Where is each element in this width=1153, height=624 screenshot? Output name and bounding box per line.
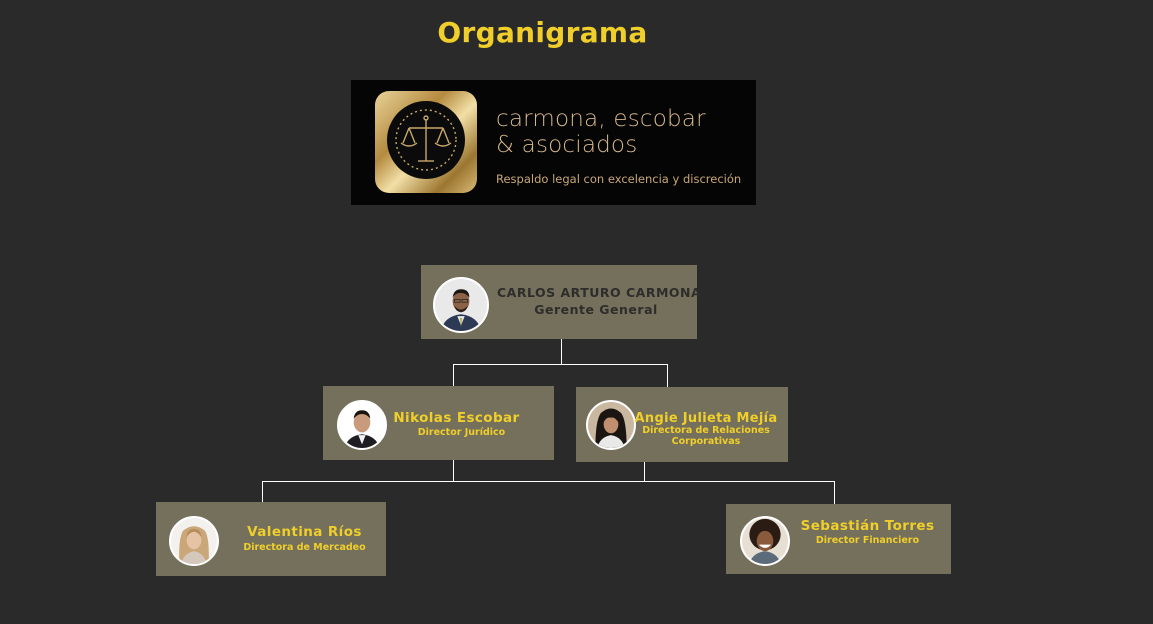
org-node-angie-julieta-mejia: Angie Julieta Mejía Directora de Relacio… [576, 387, 788, 462]
scales-of-justice-icon [375, 91, 477, 193]
avatar [586, 400, 636, 450]
avatar [433, 277, 489, 333]
connector-to-nikolas [453, 364, 454, 386]
connector-to-valentina [262, 481, 263, 502]
company-name: carmona, escobar & asociados [496, 106, 706, 158]
connector-to-sebastian [834, 481, 835, 504]
connector-to-angie [667, 364, 668, 387]
nikolas-name: Nikolas Escobar [393, 410, 520, 426]
org-node-ceo: CARLOS ARTURO CARMONA Gerente General [421, 265, 702, 339]
page-title: Organigrama [437, 16, 648, 49]
connector-nikolas-down [453, 460, 454, 481]
avatar [169, 516, 219, 566]
org-node-nikolas-escobar: Nikolas Escobar Director Jurídico [323, 386, 554, 460]
valentina-name: Valentina Ríos [247, 524, 362, 540]
avatar [740, 516, 790, 566]
nikolas-role: Director Jurídico [417, 427, 506, 438]
company-tagline: Respaldo legal con excelencia y discreci… [496, 172, 742, 186]
sebastian-role: Director Financiero [815, 535, 920, 546]
connector-level2-horizontal [262, 481, 835, 482]
valentina-role: Directora de Mercadeo [243, 542, 366, 553]
avatar [337, 400, 387, 450]
company-logo-banner: carmona, escobar & asociados Respaldo le… [351, 80, 756, 205]
org-node-sebastian-torres: Sebastián Torres Director Financiero [726, 504, 951, 574]
connector-level1-horizontal [453, 364, 668, 365]
org-node-valentina-rios: Valentina Ríos Directora de Mercadeo [156, 502, 386, 576]
ceo-role: Gerente General [534, 302, 658, 317]
connector-ceo-down [561, 339, 562, 365]
angie-name: Angie Julieta Mejía [634, 411, 778, 426]
angie-role: Directora de Relaciones Corporativas [642, 425, 770, 447]
ceo-name: CARLOS ARTURO CARMONA [497, 285, 702, 300]
sebastian-name: Sebastián Torres [800, 518, 935, 534]
connector-angie-down [644, 462, 645, 481]
